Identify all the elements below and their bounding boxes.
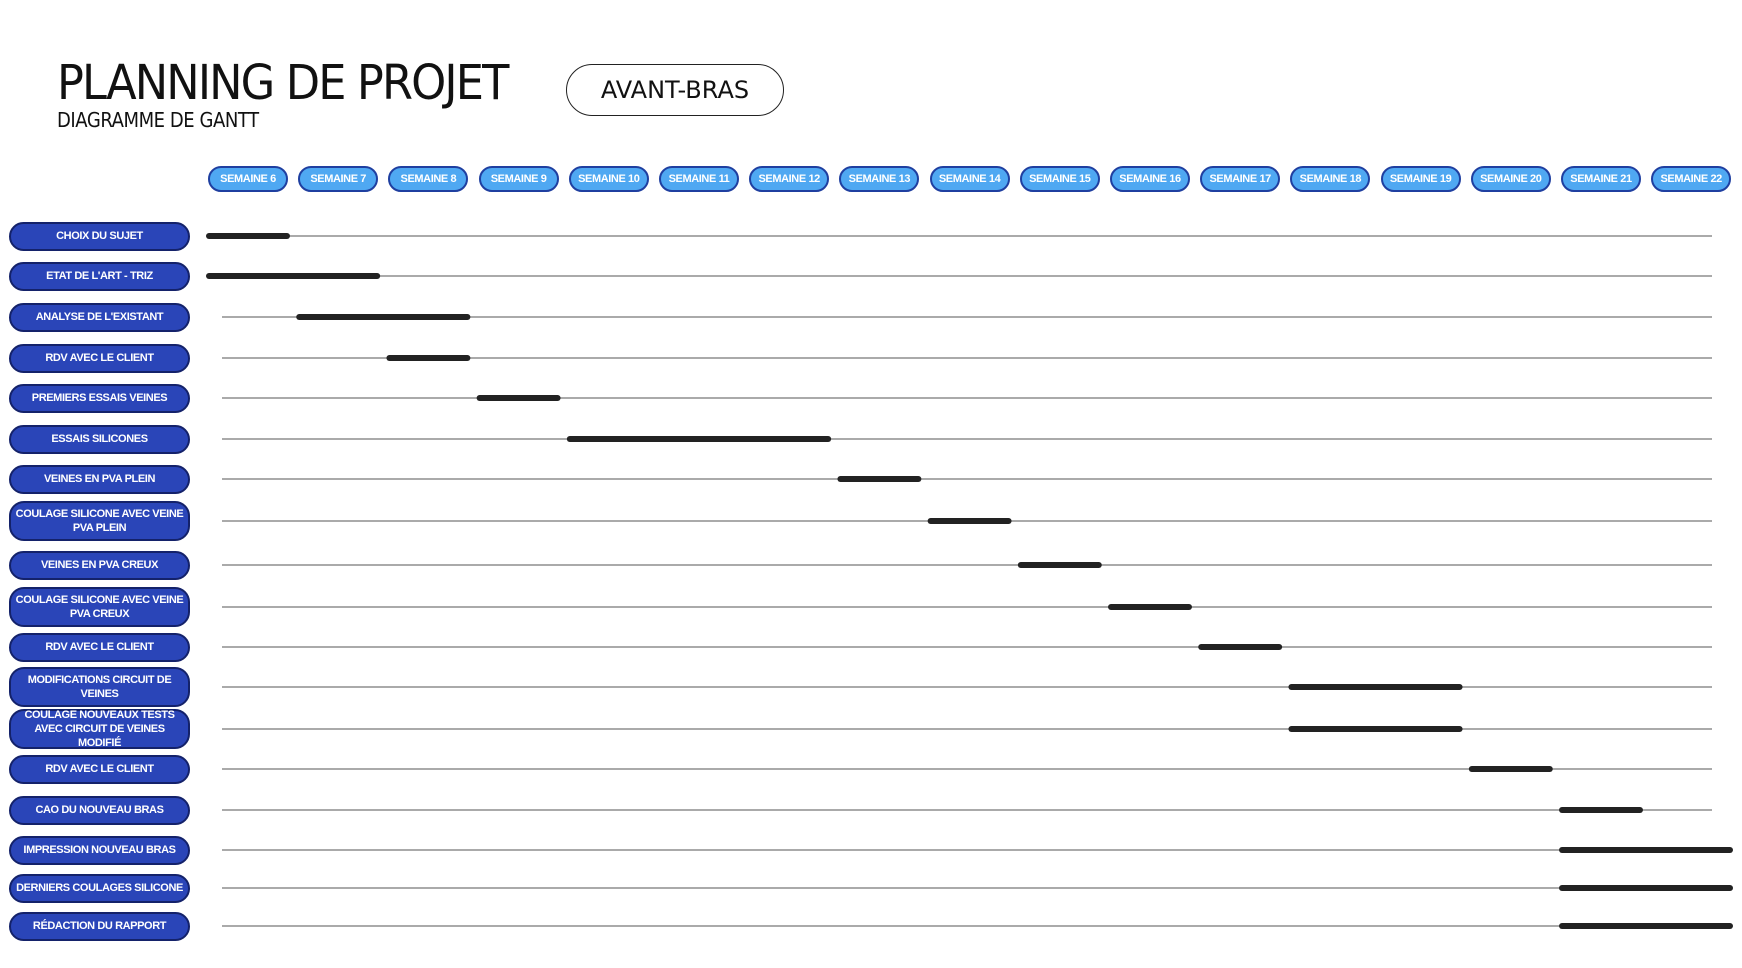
task-label: RÉDACTION DU RAPPORT (9, 911, 190, 941)
week-label: SEMAINE 13 (839, 166, 920, 192)
task-label: MODIFICATIONS CIRCUIT DE VEINES (9, 667, 190, 707)
task-label: ESSAIS SILICONES (9, 424, 190, 454)
task-label: PREMIERS ESSAIS VEINES (9, 383, 190, 413)
week-label: SEMAINE 12 (749, 166, 830, 192)
page-title: PLANNING DE PROJET (57, 55, 509, 111)
task-label: COULAGE SILICONE AVEC VEINE PVA CREUX (9, 587, 190, 627)
week-label: SEMAINE 10 (568, 166, 649, 192)
task-label: IMPRESSION NOUVEAU BRAS (9, 835, 190, 865)
week-label: SEMAINE 8 (388, 166, 469, 192)
task-label: RDV AVEC LE CLIENT (9, 754, 190, 784)
task-label: ANALYSE DE L'EXISTANT (9, 302, 190, 332)
week-label: SEMAINE 16 (1110, 166, 1190, 192)
task-label: COULAGE SILICONE AVEC VEINE PVA PLEIN (9, 501, 190, 541)
week-label: SEMAINE 19 (1380, 166, 1461, 192)
week-label: SEMAINE 15 (1019, 166, 1100, 192)
week-label: SEMAINE 17 (1200, 166, 1281, 192)
project-badge: AVANT-BRAS (566, 64, 784, 116)
week-label: SEMAINE 7 (298, 166, 379, 192)
task-label: VEINES EN PVA PLEIN (9, 464, 190, 494)
week-label: SEMAINE 18 (1290, 166, 1371, 192)
week-label: SEMAINE 9 (478, 166, 559, 192)
week-label: SEMAINE 20 (1470, 166, 1551, 192)
week-label: SEMAINE 11 (659, 166, 739, 192)
task-label: CHOIX DU SUJET (9, 221, 190, 251)
task-label: COULAGE NOUVEAUX TESTS AVEC CIRCUIT DE V… (9, 709, 190, 749)
task-label: ETAT DE L'ART - TRIZ (9, 261, 190, 291)
page-subtitle: DIAGRAMME DE GANTT (57, 108, 259, 132)
task-label: CAO DU NOUVEAU BRAS (9, 795, 190, 825)
task-label: RDV AVEC LE CLIENT (9, 343, 190, 373)
week-label: SEMAINE 21 (1561, 166, 1641, 192)
task-label: DERNIERS COULAGES SILICONE (9, 873, 190, 903)
task-label: VEINES EN PVA CREUX (9, 550, 190, 580)
week-label: SEMAINE 14 (929, 166, 1010, 192)
task-label: RDV AVEC LE CLIENT (9, 632, 190, 662)
week-label: SEMAINE 22 (1651, 166, 1732, 192)
week-label: SEMAINE 6 (208, 166, 288, 192)
